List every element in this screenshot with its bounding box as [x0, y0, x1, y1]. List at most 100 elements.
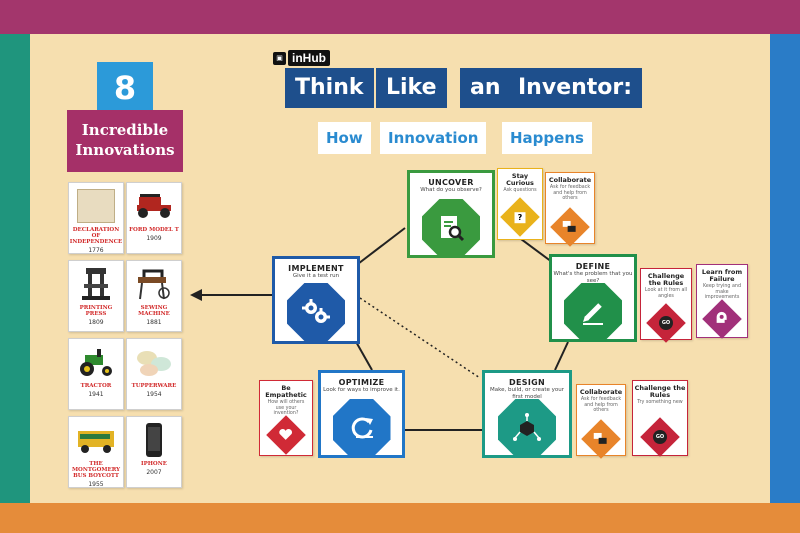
magnifier-document-icon [422, 199, 480, 257]
innovation-card[interactable]: DECLARATION OF INDEPENDENCE 1776 [68, 182, 124, 254]
cube-network-icon [498, 399, 556, 457]
car-icon [131, 187, 177, 225]
card-year: 1954 [146, 391, 162, 398]
left-panel-title: Incredible Innovations [67, 110, 183, 172]
phone-icon [131, 421, 177, 459]
card-stay-curious[interactable]: Stay Curious Ask questions ? [497, 168, 543, 240]
card-collaborate-bottom[interactable]: Collaborate Ask for feedback and help fr… [576, 384, 626, 459]
mini-title: Challenge the Rules [634, 384, 686, 399]
card-name: TUPPERWARE [131, 383, 177, 389]
tractor-icon [73, 343, 119, 381]
left-title-line2: Innovations [75, 141, 175, 159]
chat-bubbles-icon [550, 207, 590, 247]
chat-bubbles-icon [581, 419, 621, 459]
card-challenge-rules-bottom[interactable]: Challenge the Rules Try something new GO [632, 380, 688, 457]
inhub-logo: ▣ inHub [273, 50, 330, 66]
left-title-line1: Incredible [81, 121, 169, 139]
mini-subtitle: Ask questions [503, 188, 537, 193]
stage-design[interactable]: DESIGN Make, build, or create your first… [482, 370, 572, 458]
innovation-card[interactable]: THE MONTGOMERY BUS BOYCOTT 1955 [68, 416, 124, 488]
innovation-card[interactable]: SEWING MACHINE 1881 [126, 260, 182, 332]
mini-subtitle: Ask for feedback and help from others [549, 185, 591, 201]
stage-define[interactable]: DEFINE What's the problem that you see? [549, 254, 637, 342]
card-year: 1955 [88, 481, 104, 488]
left-color-band [0, 34, 30, 503]
subtitle-word: How [318, 122, 371, 154]
card-year: 1909 [146, 235, 162, 242]
mini-subtitle: Ask for feedback and help from others [580, 397, 622, 413]
title-word: Like [376, 68, 447, 108]
logo-mark-icon: ▣ [273, 51, 286, 65]
title-word: an [460, 68, 511, 108]
card-year: 1809 [88, 319, 104, 326]
stage-subtitle: Make, build, or create your first model [490, 387, 564, 400]
card-be-empathetic[interactable]: Be Empathetic How will others use your i… [259, 380, 313, 456]
stage-title: IMPLEMENT [288, 264, 344, 273]
card-name: IPHONE [141, 461, 167, 467]
heart-glyph [279, 426, 293, 445]
mini-subtitle: Look at it from all angles [644, 288, 688, 299]
head-gears-glyph [715, 310, 729, 329]
card-name: THE MONTGOMERY BUS BOYCOTT [71, 461, 121, 479]
go-glyph: GO [653, 430, 667, 444]
innovation-card[interactable]: FORD MODEL T 1909 [126, 182, 182, 254]
stage-title: DESIGN [509, 378, 545, 387]
printing-press-icon [73, 265, 119, 303]
innovation-count: 8 [97, 62, 153, 114]
stage-subtitle: What do you observe? [420, 187, 482, 193]
top-color-band [0, 0, 800, 34]
card-year: 1776 [88, 247, 104, 254]
mini-title: Collaborate [548, 176, 592, 184]
heart-hands-icon [266, 415, 306, 455]
tupperware-icon [131, 343, 177, 381]
stage-optimize[interactable]: OPTIMIZE Look for ways to improve it. [318, 370, 405, 458]
stage-subtitle: Give it a test run [292, 273, 340, 279]
question-icon: ? [500, 197, 540, 237]
innovation-card[interactable]: TUPPERWARE 1954 [126, 338, 182, 410]
stage-title: DEFINE [575, 262, 611, 271]
stage-implement[interactable]: IMPLEMENT Give it a test run [272, 256, 360, 344]
go-sign-icon: GO [646, 303, 686, 343]
head-gears-icon [702, 299, 742, 339]
bus-icon [73, 421, 119, 459]
card-name: PRINTING PRESS [79, 305, 113, 317]
stage-uncover[interactable]: UNCOVER What do you observe? [407, 170, 495, 258]
card-learn-from-failure[interactable]: Learn from Failure Keep trying and make … [696, 264, 748, 339]
card-name: SEWING MACHINE [138, 305, 170, 317]
right-color-band [770, 34, 800, 503]
pencil-icon [564, 283, 622, 341]
card-collaborate-top[interactable]: Collaborate Ask for feedback and help fr… [545, 172, 595, 247]
mini-subtitle: Try something new [637, 400, 683, 405]
subtitle-word: Innovation [380, 122, 487, 154]
card-name: DECLARATION OF INDEPENDENCE [69, 227, 123, 245]
stage-subtitle: Look for ways to improve it. [323, 387, 400, 393]
mini-title: Learn from Failure [701, 268, 743, 283]
innovation-card[interactable]: IPHONE 2007 [126, 416, 182, 488]
logo-text: inHub [288, 50, 330, 66]
card-challenge-rules-top[interactable]: Challenge the Rules Look at it from all … [640, 268, 692, 343]
mini-subtitle: Keep trying and make improvements [702, 284, 742, 300]
sewing-machine-icon [131, 265, 177, 303]
title-word: Inventor: [508, 68, 643, 108]
stage-subtitle: What's the problem that you see? [553, 271, 633, 284]
innovation-card[interactable]: TRACTOR 1941 [68, 338, 124, 410]
card-year: 1881 [146, 319, 162, 326]
stage-title: UNCOVER [428, 178, 474, 187]
card-year: 2007 [146, 469, 162, 476]
question-glyph: ? [514, 211, 526, 223]
chat-bubbles-glyph [594, 430, 608, 449]
chat-bubbles-glyph [563, 218, 577, 237]
go-sign-icon: GO [640, 417, 680, 457]
mini-title: Collaborate [579, 388, 623, 396]
mini-title: Stay Curious [506, 172, 534, 187]
go-glyph: GO [659, 316, 673, 330]
subtitle-word: Happens [502, 122, 592, 154]
card-name: TRACTOR [80, 383, 112, 389]
refresh-cycle-icon [332, 399, 391, 457]
stage-title: OPTIMIZE [338, 378, 385, 387]
innovation-card[interactable]: PRINTING PRESS 1809 [68, 260, 124, 332]
arrow-left-icon [190, 289, 272, 301]
mini-subtitle: How will others use your invention? [267, 400, 305, 416]
title-word: Think [285, 68, 374, 108]
card-year: 1941 [88, 391, 104, 398]
